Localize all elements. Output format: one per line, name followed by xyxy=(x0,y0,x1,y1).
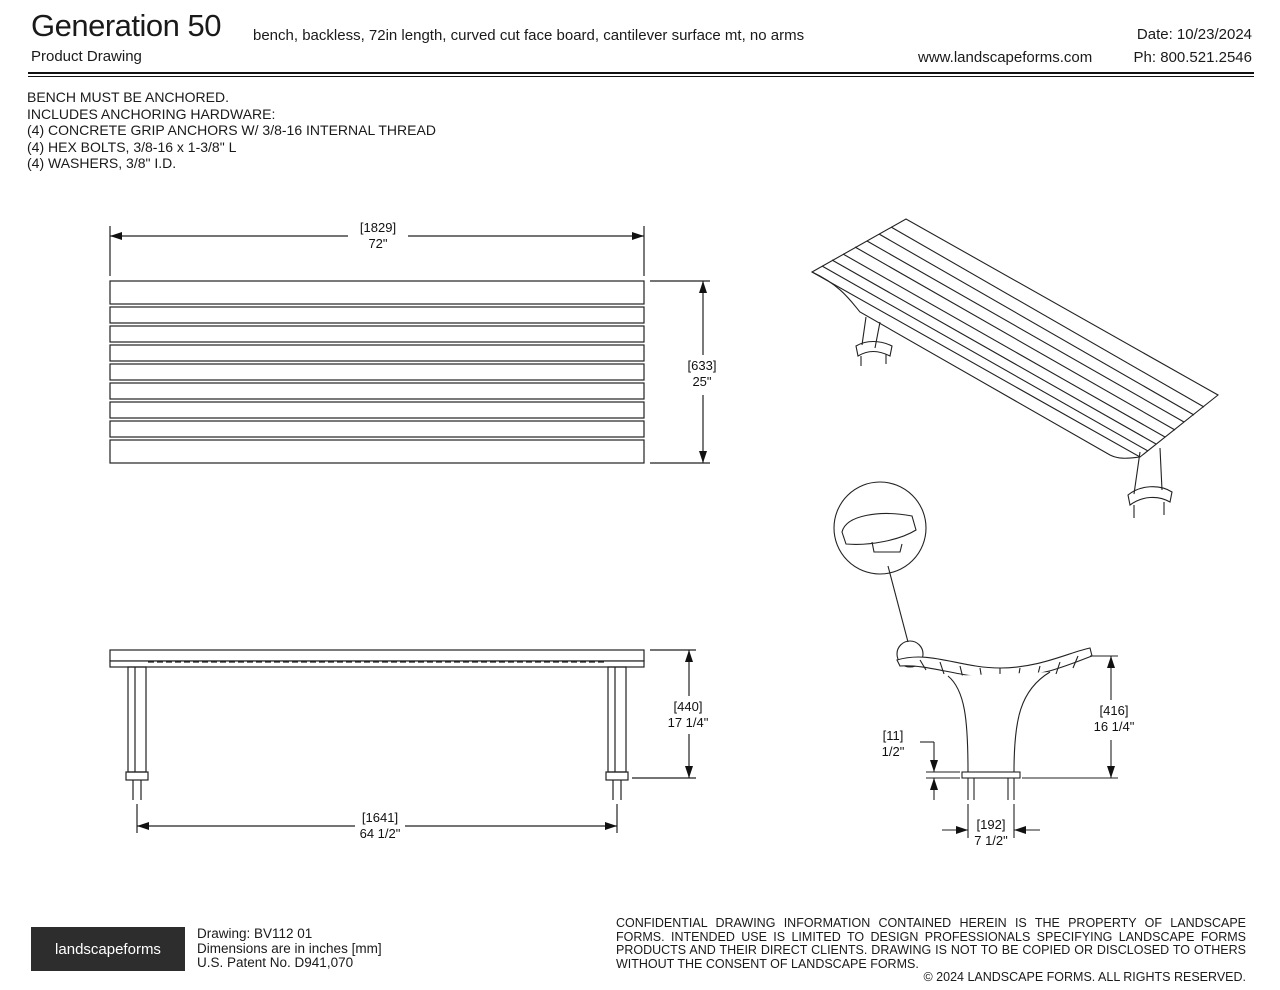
phone-number: Ph: 800.521.2546 xyxy=(1133,49,1252,66)
units-note: Dimensions are in inches [mm] xyxy=(197,940,382,956)
seat-slat xyxy=(109,439,645,464)
side-pedestal xyxy=(947,671,1051,773)
isometric-leg-base xyxy=(855,340,893,357)
product-title: Generation 50 xyxy=(31,8,221,43)
header-rule-thick xyxy=(28,72,1254,74)
seat-slat xyxy=(109,363,645,381)
dim-leg-span-in: 64 1/2" xyxy=(360,826,401,841)
top-view xyxy=(109,226,710,464)
seat-slat xyxy=(109,306,645,324)
patent-number: U.S. Patent No. D941,070 xyxy=(197,955,354,970)
dim-front-height-mm: [440] xyxy=(674,699,703,714)
dim-top-depth-in: 25" xyxy=(692,374,711,389)
dim-foot-width-mm: [192] xyxy=(977,817,1006,832)
logo-text: landscapeforms xyxy=(55,940,161,958)
detail-callout-circle xyxy=(833,481,927,575)
copyright-text: © 2024 LANDSCAPE FORMS. ALL RIGHTS RESER… xyxy=(923,970,1246,984)
dim-foot-width-in: 7 1/2" xyxy=(974,833,1008,848)
note-line: (4) WASHERS, 3/8" I.D. xyxy=(27,155,177,171)
drawing-number: Drawing: BV112 01 xyxy=(197,926,313,941)
seat-slat xyxy=(109,280,645,305)
side-seat-profile xyxy=(896,647,1093,679)
front-left-leg xyxy=(127,666,147,773)
note-line: (4) CONCRETE GRIP ANCHORS W/ 3/8-16 INTE… xyxy=(27,122,436,138)
landscapeforms-logo: landscapeforms xyxy=(31,927,185,971)
product-description: bench, backless, 72in length, curved cut… xyxy=(253,27,805,44)
front-seat-edge xyxy=(109,649,645,662)
front-right-leg xyxy=(607,666,627,773)
header-rule-thin xyxy=(28,76,1254,77)
anchoring-notes: BENCH MUST BE ANCHORED. INCLUDES ANCHORI… xyxy=(27,89,436,172)
note-line: (4) HEX BOLTS, 3/8-16 x 1-3/8" L xyxy=(27,138,237,155)
seat-slat xyxy=(109,344,645,362)
note-line: INCLUDES ANCHORING HARDWARE: xyxy=(27,105,276,122)
side-view xyxy=(833,481,1118,838)
seat-slat xyxy=(109,325,645,343)
dim-side-height-mm: [416] xyxy=(1100,703,1129,718)
dim-side-height-in: 16 1/4" xyxy=(1094,719,1135,734)
website-link[interactable]: www.landscapeforms.com xyxy=(918,49,1093,66)
seat-slat xyxy=(109,401,645,419)
front-view xyxy=(109,649,696,833)
dim-base-thickness-in: 1/2" xyxy=(882,744,905,759)
isometric-view xyxy=(810,218,1219,518)
drawing-date: Date: 10/23/2024 xyxy=(1136,26,1252,43)
seat-slat xyxy=(109,382,645,400)
dim-base-thickness-mm: [11] xyxy=(883,728,904,743)
isometric-leg-base xyxy=(1127,486,1173,506)
detail-seat-section xyxy=(841,513,917,545)
dim-top-width-in: 72" xyxy=(368,236,387,251)
drawing-meta: Drawing: BV112 01 Dimensions are in inch… xyxy=(197,926,382,971)
document-type: Product Drawing xyxy=(31,48,142,65)
dim-top-width-mm: [1829] xyxy=(360,220,396,235)
dim-front-height-in: 17 1/4" xyxy=(668,715,709,730)
dim-top-depth-mm: [633] xyxy=(688,358,717,373)
note-line: BENCH MUST BE ANCHORED. xyxy=(27,89,229,105)
dim-leg-span-mm: [1641] xyxy=(362,810,398,825)
confidentiality-notice: CONFIDENTIAL DRAWING INFORMATION CONTAIN… xyxy=(616,916,1246,985)
confidential-text: CONFIDENTIAL DRAWING INFORMATION CONTAIN… xyxy=(616,916,1246,971)
seat-slat xyxy=(109,420,645,438)
